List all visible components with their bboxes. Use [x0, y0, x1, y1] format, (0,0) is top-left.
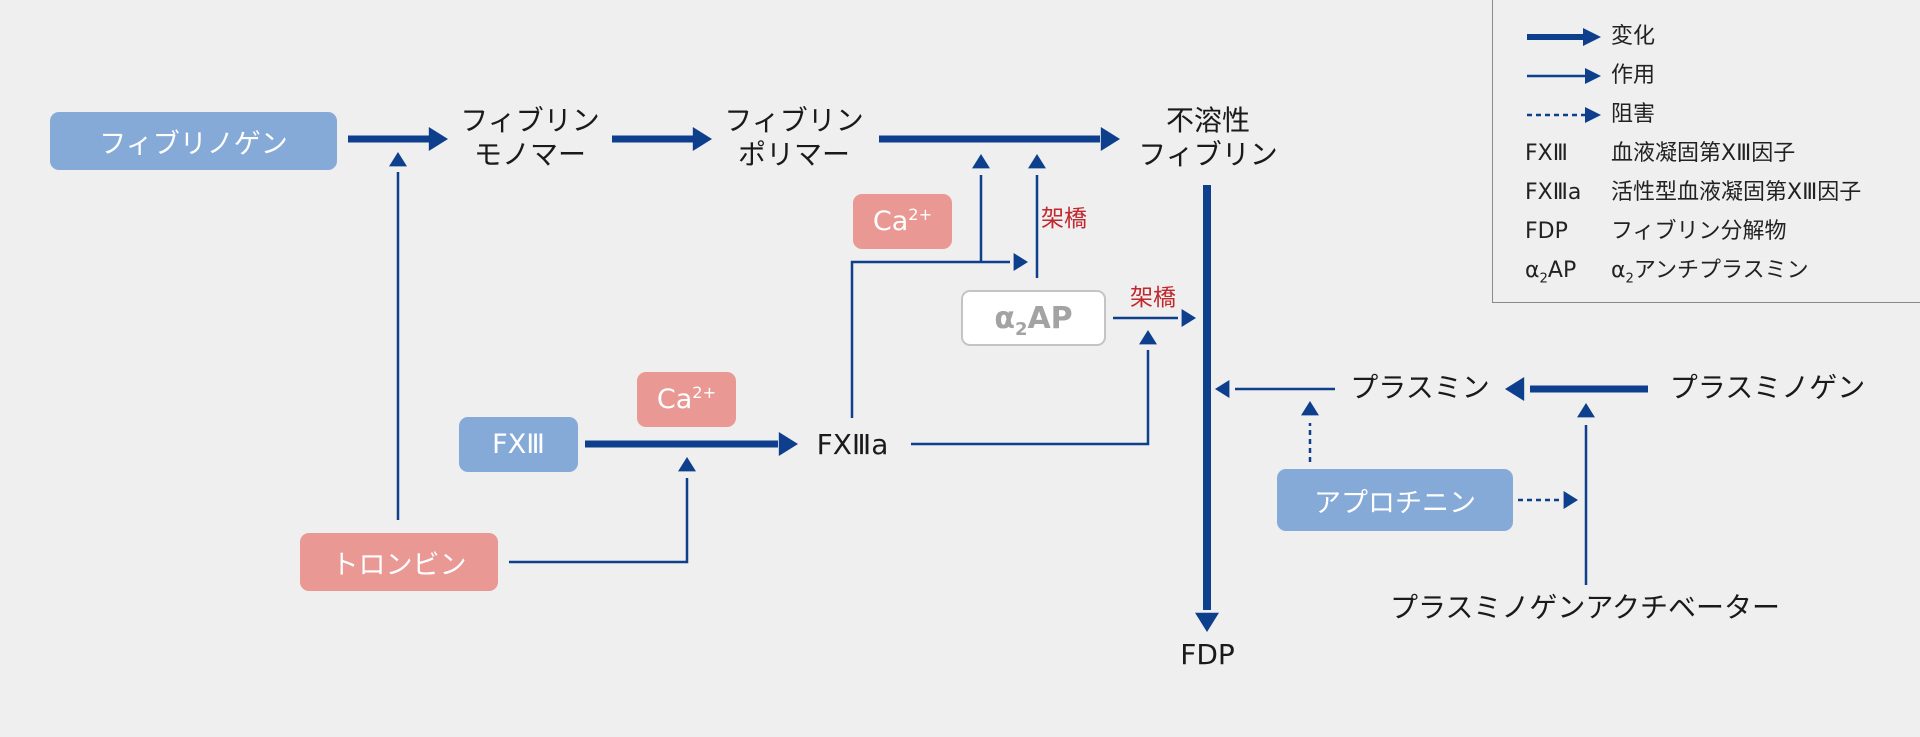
fxiii-box: FXⅢ — [459, 417, 578, 472]
arrowhead — [1013, 253, 1028, 271]
fibrin-monomer-line1: フィブリン — [460, 104, 600, 137]
plasmin-label: プラスミン — [1350, 371, 1490, 404]
arrowhead — [1215, 380, 1230, 398]
arrowhead — [1100, 127, 1120, 151]
arrow-thrombin-to-fxiii — [509, 478, 689, 564]
insoluble-fibrin-line1: 不溶性 — [1165, 104, 1250, 137]
fibrin-monomer-line2: モノマー — [473, 138, 586, 171]
arrowhead — [1181, 309, 1196, 327]
abbr-rest: AP — [1547, 258, 1577, 283]
aprotinin-box: アプロチニン — [1277, 469, 1513, 531]
legend-change-label: 変化 — [1611, 24, 1656, 49]
abbr-alpha: α — [1525, 258, 1540, 283]
legend-row-inhibition: 阻害 — [1525, 100, 1655, 130]
plasminogen-label: プラスミノゲン — [1669, 371, 1866, 404]
arrowhead — [1563, 491, 1578, 509]
legend-action-label: 作用 — [1611, 63, 1656, 88]
fibrin-polymer-line1: フィブリン — [724, 104, 864, 137]
ca-base: Ca — [656, 384, 693, 415]
ca-charge: 2+ — [908, 205, 933, 224]
arrowhead — [1139, 330, 1157, 345]
legend: 変化 作用 阻害 FXⅢ 血液凝固第XⅢ因子 FXⅢa 活性型血液凝固第XⅢ因子 F… — [1492, 0, 1920, 303]
arrowhead — [692, 127, 712, 151]
meaning-rest: アンチプラスミン — [1633, 258, 1809, 283]
legend-inhibition-label: 阻害 — [1611, 102, 1656, 127]
arrow-fxiiia-crosslink — [850, 260, 1010, 418]
fxiiia-label: FXⅢa — [816, 428, 889, 461]
a2ap-rest: AP — [1027, 300, 1073, 336]
fibrin-polymer-label: フィブリン ポリマー — [714, 104, 874, 172]
legend-abbr: FDP — [1525, 219, 1568, 244]
crosslink-upper-label: 架橋 — [1041, 206, 1087, 232]
arrowhead — [1028, 154, 1046, 169]
alpha2-antiplasmin-box: α2AP — [961, 290, 1106, 346]
legend-row-change: 変化 — [1525, 22, 1655, 52]
arrowhead — [1301, 401, 1319, 416]
legend-abbr: FXⅢa — [1525, 180, 1582, 205]
calcium-ion-upper-box: Ca2+ — [853, 194, 952, 249]
thick-arrow-icon — [1525, 22, 1611, 52]
fibrin-monomer-label: フィブリン モノマー — [450, 104, 610, 172]
legend-meaning: 血液凝固第XⅢ因子 — [1611, 141, 1796, 166]
ca-base: Ca — [872, 206, 909, 237]
insoluble-fibrin-label: 不溶性 フィブリン — [1123, 104, 1293, 172]
fxiii-label: FXⅢ — [492, 429, 545, 460]
a2ap-sub: 2 — [1014, 318, 1028, 340]
crosslink-right-label: 架橋 — [1130, 285, 1176, 311]
arrowhead — [389, 152, 407, 167]
legend-meaning: フィブリン分解物 — [1611, 219, 1787, 244]
calcium-ion-lower-label: Ca2+ — [657, 384, 716, 415]
arrowhead — [678, 457, 696, 472]
calcium-ion-lower-box: Ca2+ — [637, 372, 736, 427]
alpha2-antiplasmin-label: α2AP — [994, 300, 1073, 339]
a2ap-alpha: α — [994, 300, 1015, 336]
thrombin-label: トロンビン — [331, 549, 467, 581]
fibrin-polymer-line2: ポリマー — [737, 138, 850, 171]
legend-abbr: FXⅢ — [1525, 141, 1568, 166]
fibrinogen-box: フィブリノゲン — [50, 112, 337, 170]
ca-charge: 2+ — [692, 383, 717, 402]
fibrinogen-label: フィブリノゲン — [99, 128, 288, 160]
legend-meaning: α2アンチプラスミン — [1611, 258, 1809, 287]
legend-meaning: 活性型血液凝固第XⅢ因子 — [1611, 180, 1862, 205]
calcium-ion-upper-label: Ca2+ — [873, 206, 932, 237]
arrowhead — [428, 127, 448, 151]
arrowhead — [1195, 612, 1219, 632]
legend-row-fxiiia: FXⅢa 活性型血液凝固第XⅢ因子 — [1525, 178, 1861, 208]
fdp-label: FDP — [1180, 638, 1235, 671]
aprotinin-label: アプロチニン — [1314, 487, 1476, 519]
meaning-alpha: α — [1611, 258, 1626, 283]
dotted-arrow-icon — [1525, 100, 1611, 130]
arrowhead — [1505, 377, 1525, 401]
meaning-sub: 2 — [1625, 271, 1634, 287]
arrowhead — [1577, 403, 1595, 418]
legend-row-fxiii: FXⅢ 血液凝固第XⅢ因子 — [1525, 139, 1795, 169]
thrombin-box: トロンビン — [300, 533, 498, 591]
insoluble-fibrin-line2: フィブリン — [1138, 138, 1278, 171]
plasminogen-activator-label: プラスミノゲンアクチベーター — [1389, 591, 1781, 624]
arrow-fxiiia-to-a2ap-link — [911, 350, 1150, 446]
thin-arrow-icon — [1525, 61, 1611, 91]
arrowhead — [778, 432, 798, 456]
legend-row-action: 作用 — [1525, 61, 1655, 91]
legend-row-fdp: FDP フィブリン分解物 — [1525, 217, 1787, 247]
arrowhead — [972, 154, 990, 169]
legend-abbr: α2AP — [1525, 256, 1611, 286]
abbr-sub: 2 — [1539, 271, 1548, 287]
